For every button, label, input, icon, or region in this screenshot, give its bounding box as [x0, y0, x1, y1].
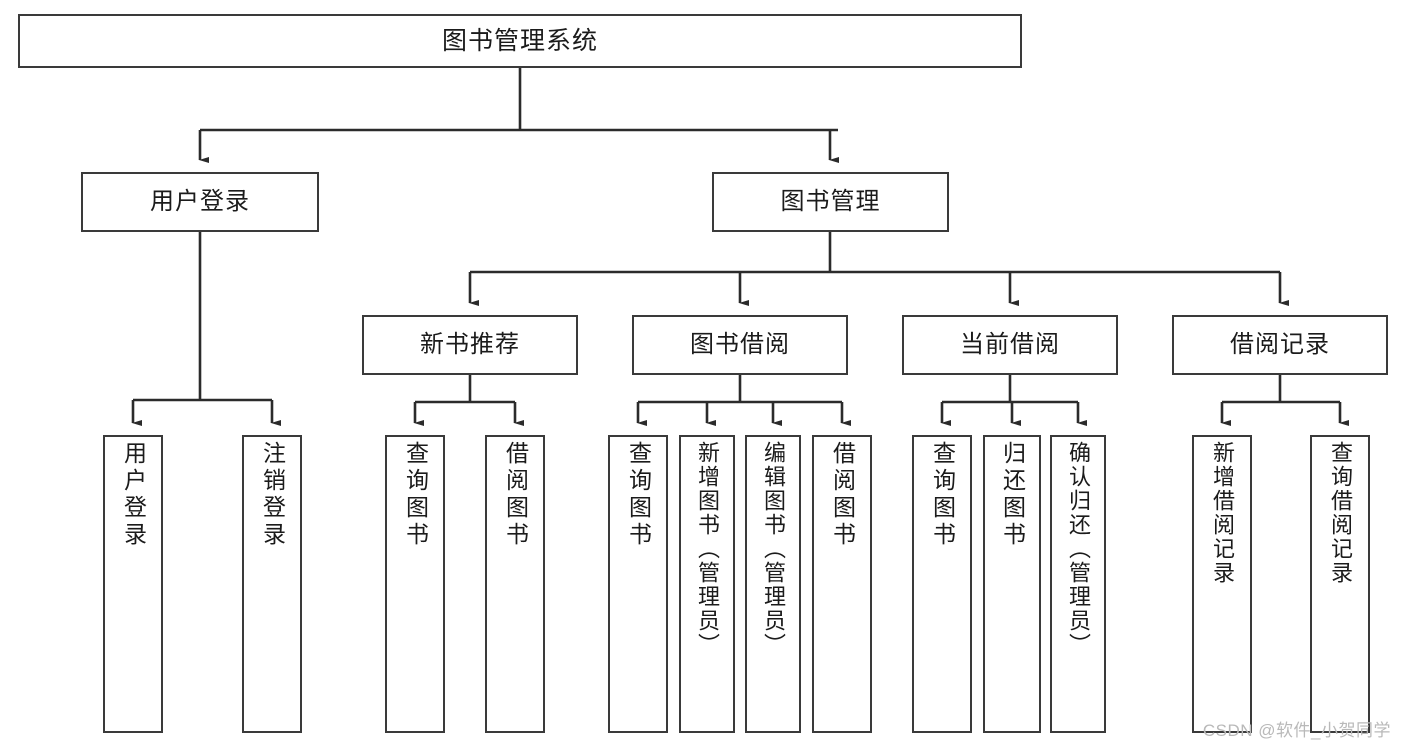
- leaf-query-book-borrow-label: 查询图书: [625, 441, 652, 549]
- node-user-login-label: 用户登录: [150, 188, 250, 216]
- leaf-borrow-book-label: 借阅图书: [829, 441, 856, 549]
- leaf-query-book-borrow[interactable]: 查询图书: [608, 435, 668, 733]
- watermark: CSDN @软件_小贺同学: [1202, 721, 1391, 740]
- leaf-add-book-admin[interactable]: 新增图书（管理员）: [679, 435, 735, 733]
- node-root-label: 图书管理系统: [441, 26, 598, 55]
- node-book-management-label: 图书管理: [780, 188, 881, 216]
- node-current-borrow-label: 当前借阅: [960, 331, 1060, 359]
- leaf-user-login[interactable]: 用户登录: [103, 435, 163, 733]
- node-user-login[interactable]: 用户登录: [81, 172, 319, 232]
- node-new-book-recommend-label: 新书推荐: [420, 331, 520, 359]
- leaf-confirm-return-admin[interactable]: 确认归还（管理员）: [1050, 435, 1106, 733]
- leaf-query-book-recommend[interactable]: 查询图书: [385, 435, 445, 733]
- leaf-borrow-book-recommend-label: 借阅图书: [502, 441, 529, 549]
- leaf-return-book[interactable]: 归还图书: [983, 435, 1041, 733]
- leaf-confirm-return-admin-label: 确认归还（管理员）: [1066, 441, 1091, 657]
- leaf-user-login-label: 用户登录: [120, 441, 147, 549]
- leaf-logout[interactable]: 注销登录: [242, 435, 302, 733]
- leaf-add-borrow-record[interactable]: 新增借阅记录: [1192, 435, 1252, 733]
- node-current-borrow[interactable]: 当前借阅: [902, 315, 1118, 375]
- leaf-query-book-current-label: 查询图书: [929, 441, 956, 549]
- leaf-return-book-label: 归还图书: [999, 441, 1026, 549]
- leaf-add-borrow-record-label: 新增借阅记录: [1210, 441, 1235, 585]
- leaf-query-book-current[interactable]: 查询图书: [912, 435, 972, 733]
- node-book-borrow[interactable]: 图书借阅: [632, 315, 848, 375]
- leaf-edit-book-admin[interactable]: 编辑图书（管理员）: [745, 435, 801, 733]
- leaf-query-borrow-record[interactable]: 查询借阅记录: [1310, 435, 1370, 733]
- leaf-query-book-recommend-label: 查询图书: [402, 441, 429, 549]
- leaf-query-borrow-record-label: 查询借阅记录: [1328, 441, 1353, 585]
- leaf-borrow-book[interactable]: 借阅图书: [812, 435, 872, 733]
- node-borrow-record-label: 借阅记录: [1230, 331, 1330, 359]
- node-root[interactable]: 图书管理系统: [18, 14, 1022, 68]
- leaf-logout-label: 注销登录: [259, 441, 286, 549]
- node-book-borrow-label: 图书借阅: [690, 331, 790, 359]
- node-book-management[interactable]: 图书管理: [712, 172, 949, 232]
- leaf-borrow-book-recommend[interactable]: 借阅图书: [485, 435, 545, 733]
- node-borrow-record[interactable]: 借阅记录: [1172, 315, 1388, 375]
- node-new-book-recommend[interactable]: 新书推荐: [362, 315, 578, 375]
- leaf-edit-book-admin-label: 编辑图书（管理员）: [761, 441, 786, 657]
- leaf-add-book-admin-label: 新增图书（管理员）: [695, 441, 720, 657]
